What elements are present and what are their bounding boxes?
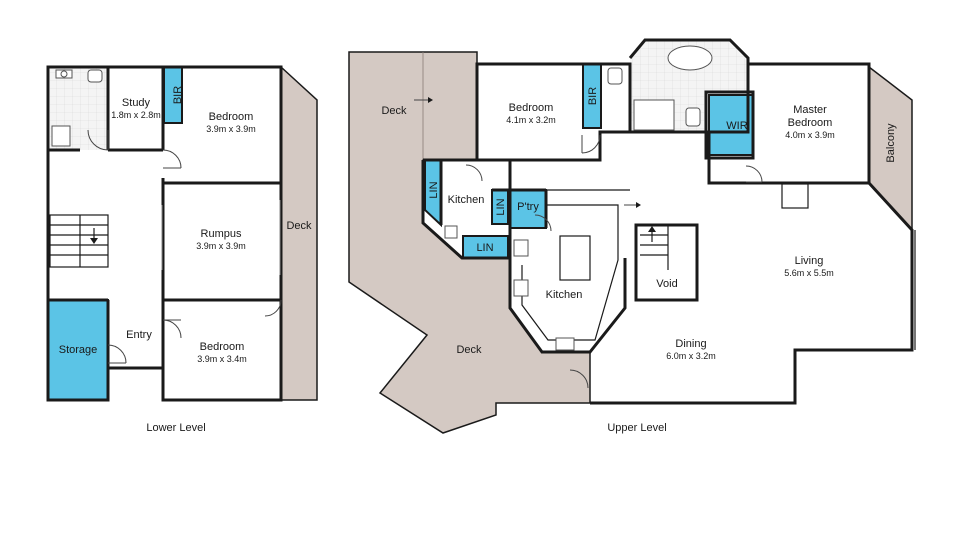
basin-drain-icon (60, 70, 68, 78)
upper-wir-area (708, 94, 754, 156)
room-label: Kitchen (448, 194, 485, 206)
kitchen-bench (521, 204, 619, 341)
door-swing-icon (107, 344, 127, 364)
room-dimensions: 6.0m x 3.2m (666, 351, 716, 361)
room-label: Dining (675, 338, 706, 350)
room-label: Storage (59, 344, 98, 356)
room-dimensions: 4.0m x 3.9m (785, 130, 835, 140)
room-label: BIR (172, 86, 184, 104)
room-label: LIN (428, 181, 440, 198)
room-label: Deck (456, 344, 482, 356)
room-label: Bedroom (788, 117, 833, 129)
room-dimensions: 3.9m x 3.9m (206, 124, 256, 134)
room-dimensions: 4.1m x 3.2m (506, 115, 556, 125)
upper-stairs (640, 225, 669, 270)
upper-wall (590, 181, 914, 405)
door-swing-icon (581, 134, 601, 154)
room-dimensions: 3.9m x 3.4m (197, 354, 247, 364)
lower-level-plan: Study 1.8m x 2.8m BIR Bedroom 3.9m x 3.9… (46, 65, 318, 434)
upper-wall (421, 158, 512, 260)
room-label: Kitchen (546, 289, 583, 301)
door-swing-icon (264, 299, 282, 317)
door-swing-icon (162, 319, 182, 339)
sink-icon (555, 337, 575, 351)
room-dimensions: 5.6m x 5.5m (784, 268, 834, 278)
room-label: Deck (286, 220, 312, 232)
room-label: Balcony (885, 123, 897, 163)
arrow-icon (428, 97, 433, 103)
cooktop-icon (513, 279, 529, 297)
door-swing-icon (569, 369, 589, 389)
fireplace-icon (781, 183, 809, 209)
door-swing-icon (534, 214, 552, 232)
room-dimensions: 3.9m x 3.9m (196, 241, 246, 251)
arrow-icon (636, 202, 641, 208)
room-label: BIR (587, 87, 599, 105)
kitchen-island (559, 235, 591, 281)
room-label: WIR (726, 120, 747, 132)
room-label: Master (793, 104, 827, 116)
room-label: P'try (517, 201, 539, 213)
toilet-icon (685, 107, 701, 127)
toilet-icon (607, 67, 623, 85)
room-label: Void (656, 278, 677, 290)
upper-wall (508, 258, 627, 354)
room-label: Bedroom (509, 102, 554, 114)
lower-deck-area (280, 65, 318, 401)
upper-wall (704, 90, 755, 160)
upper-level-plan: Deck Bedroom 4.1m x 3.2m BIR WIR Master … (348, 38, 916, 434)
room-label: LIN (495, 198, 507, 215)
door-swing-icon (745, 165, 763, 183)
room-label: Bedroom (200, 341, 245, 353)
toilet-icon (87, 69, 103, 83)
level-title-upper: Upper Level (607, 422, 666, 434)
room-label: Study (122, 97, 151, 109)
room-label: Bedroom (209, 111, 254, 123)
upper-wall (475, 62, 632, 162)
upper-wall (628, 38, 750, 134)
lower-stairs (49, 214, 109, 268)
level-title-lower: Lower Level (146, 422, 205, 434)
room-label: LIN (476, 242, 493, 254)
room-label: Rumpus (201, 228, 242, 240)
shower-icon (633, 99, 675, 131)
door-swing-icon (465, 164, 483, 182)
basin-icon (444, 225, 458, 239)
room-dimensions: 1.8m x 2.8m (111, 110, 161, 120)
bath-icon (667, 45, 713, 71)
room-label: Entry (126, 329, 152, 341)
room-label: Deck (381, 105, 407, 117)
sink-icon (513, 239, 529, 257)
shower-icon (51, 125, 71, 147)
door-swing-icon (87, 129, 109, 151)
room-label: Living (795, 255, 824, 267)
upper-wall (634, 223, 699, 302)
door-swing-icon (162, 149, 182, 169)
